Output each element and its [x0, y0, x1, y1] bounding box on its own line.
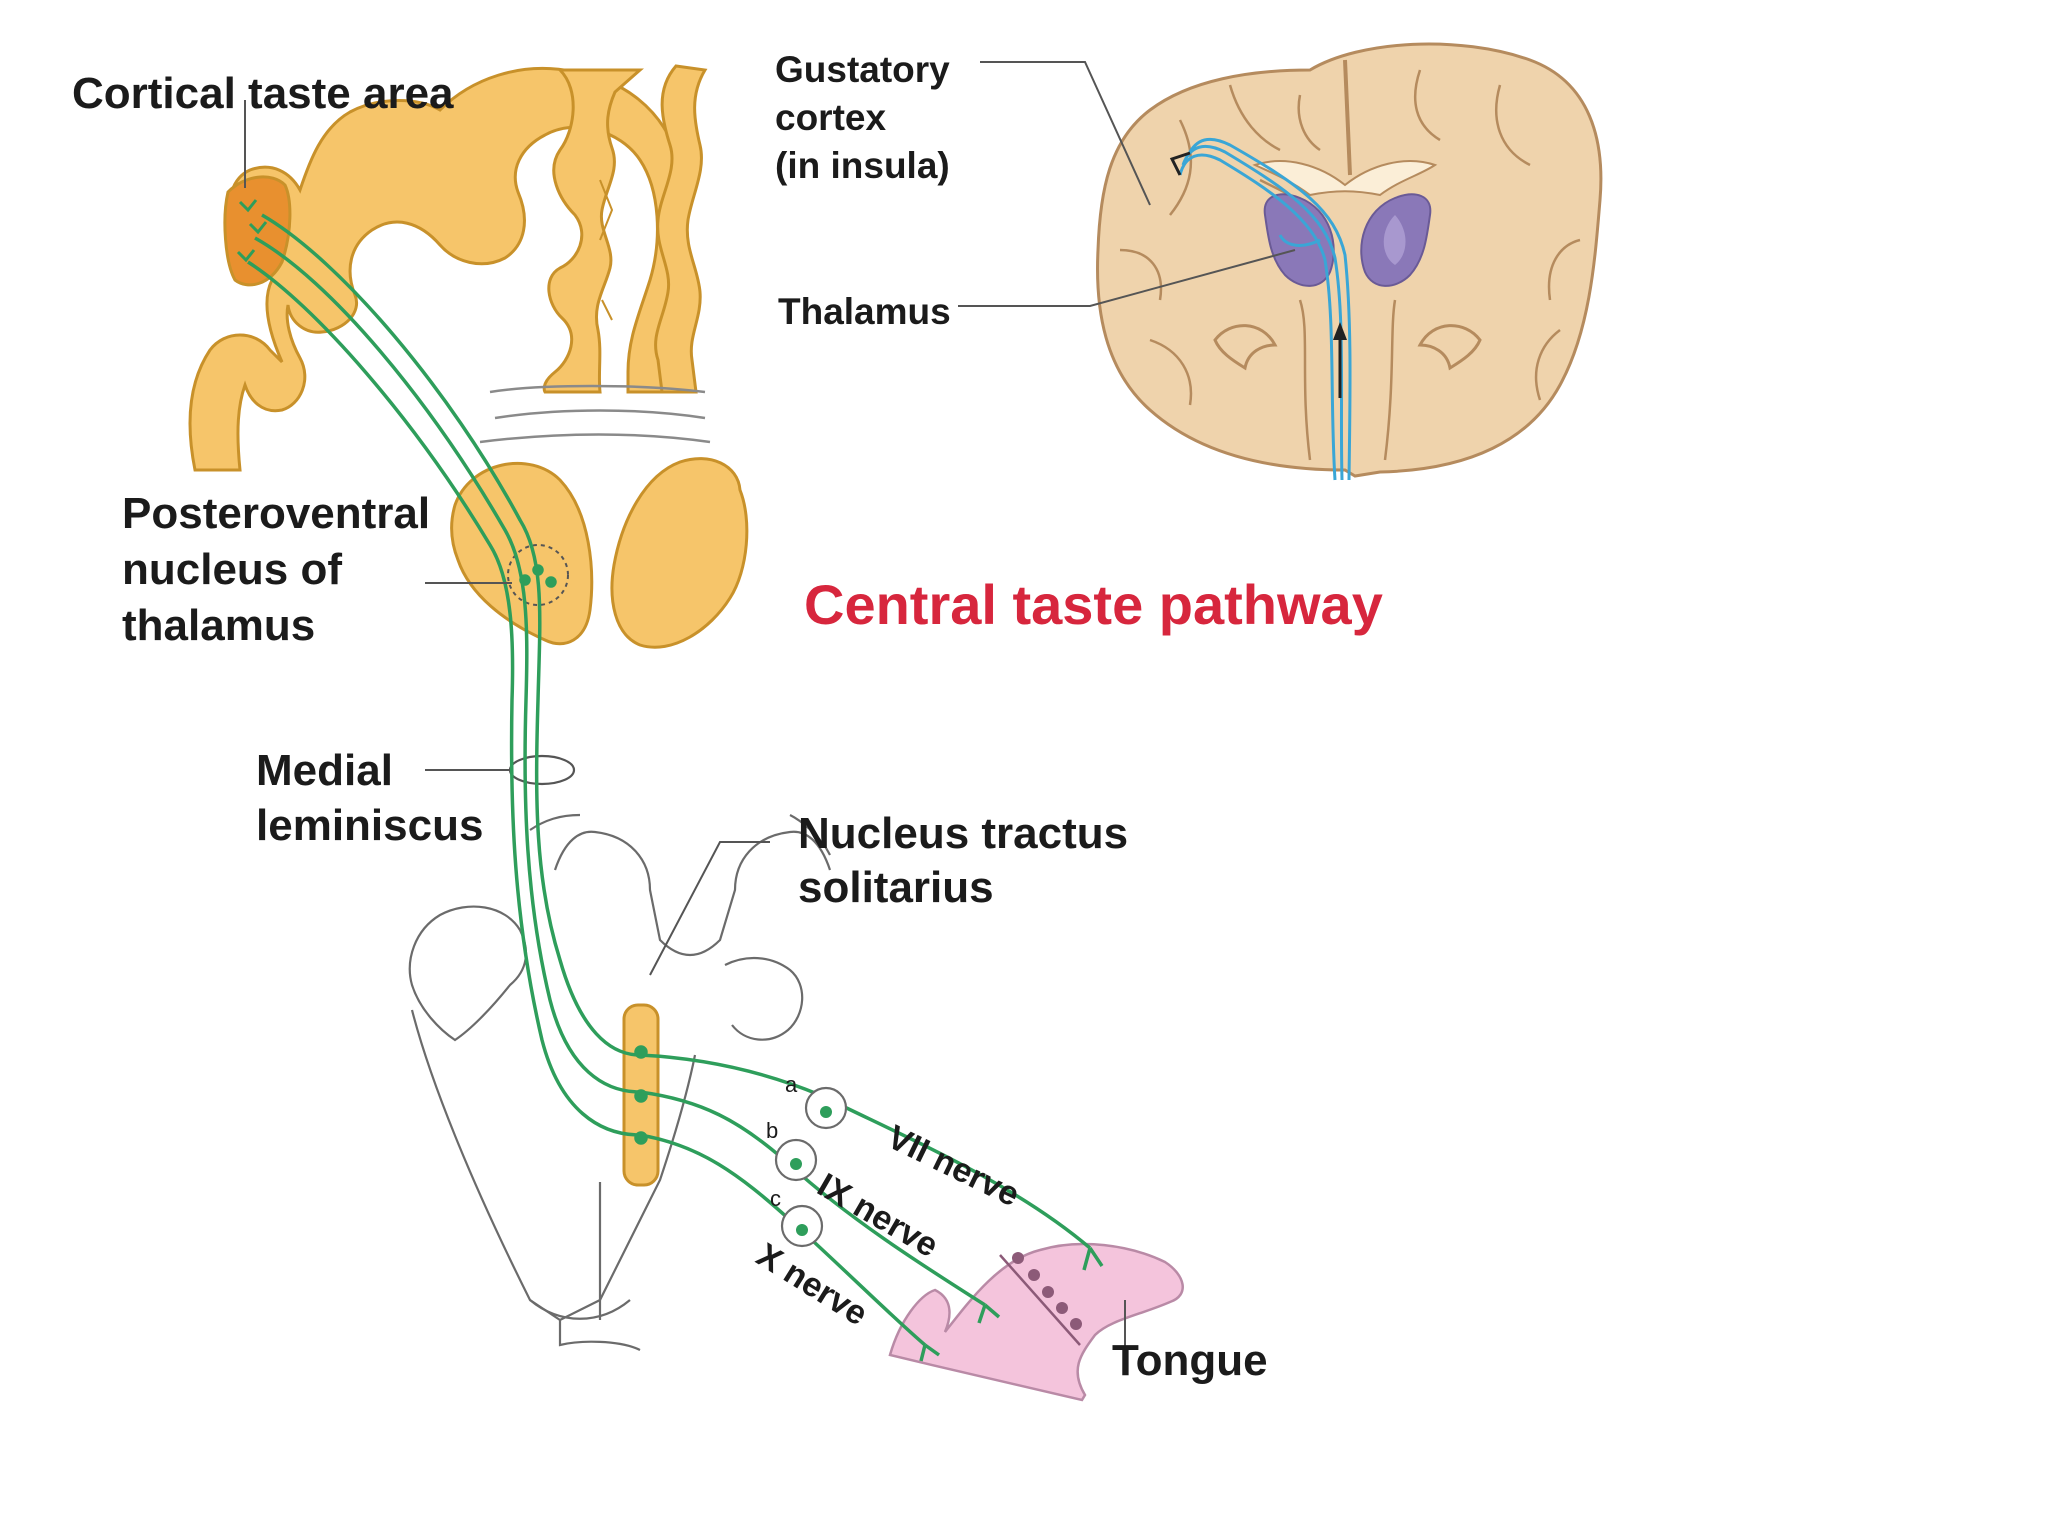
nts-label-line1: Nucleus tractus [798, 809, 1129, 858]
left-leader-lines [244, 100, 1126, 1350]
medial-leminiscus-label-line1: Medial [256, 746, 393, 795]
posteroventral-label-line1: Posteroventral [122, 489, 431, 538]
coronal-brain-section [1096, 42, 1603, 481]
nts-label-line2: solitarius [798, 863, 994, 912]
left-thalamus [450, 461, 594, 646]
cerebral-cortex-section [188, 64, 711, 472]
cortical-taste-area-label: Cortical taste area [72, 69, 454, 118]
ganglion-c-label: c [770, 1186, 781, 1211]
tongue-label: Tongue [1112, 1336, 1268, 1385]
diagram-title: Central taste pathway [804, 573, 1383, 636]
gustatory-cortex-label-line2: cortex [775, 97, 887, 138]
purple-thalamus-left [1263, 193, 1335, 287]
brainstem-outline [408, 813, 832, 1351]
ganglion-a-label: a [785, 1072, 798, 1097]
thalamus-label: Thalamus [778, 291, 951, 332]
nerve-ganglia [774, 1086, 848, 1248]
right-leader-lines [958, 61, 1296, 307]
gustatory-cortex-label-line3: (in insula) [775, 145, 950, 186]
posteroventral-nucleus-marker [507, 544, 569, 606]
thalamus-pair [450, 457, 749, 649]
ganglion-b-label: b [766, 1118, 779, 1143]
right-thalamus [610, 457, 749, 649]
posteroventral-label-line2: nucleus of [122, 545, 343, 594]
medial-leminiscus-label-line2: leminiscus [256, 801, 484, 850]
tongue-drawing [888, 1242, 1184, 1402]
medial-leminiscus-ring [508, 754, 576, 786]
gustatory-cortex-label-line1: Gustatory [775, 49, 950, 90]
posteroventral-label-line3: thalamus [122, 601, 316, 650]
